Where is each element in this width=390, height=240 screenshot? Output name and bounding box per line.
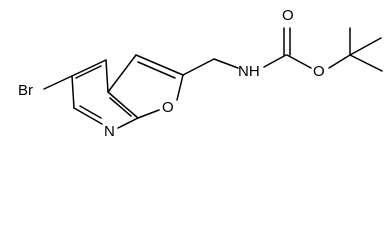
bond-c7a-c3a (107, 91, 139, 119)
bond-c7a-c3a-double (109, 97, 132, 117)
bond-tbu-methyl-bottom (349, 54, 383, 72)
bond-c2-ch2 (182, 58, 215, 76)
bond-c6-n7-double (79, 105, 102, 119)
bond-c3a-c4 (105, 59, 109, 93)
bond-carbonyl-ester-o (286, 54, 312, 69)
furan-oxygen-label: O (162, 99, 174, 116)
bond-n7-c7a (117, 117, 139, 129)
bond-o1-c2 (176, 74, 184, 101)
carbonyl-oxygen-label: O (282, 7, 294, 24)
bond-c2-c3 (135, 54, 184, 76)
bond-c7a-o1 (137, 109, 160, 119)
bond-c4-c5 (71, 59, 107, 77)
bond-nh-carbonyl (263, 54, 287, 68)
bond-c2-c3-double (137, 61, 176, 79)
bond-c4-c5-double (75, 65, 102, 79)
bond-tbu-methyl-right (349, 37, 382, 56)
bond-ester-o-tbu (328, 54, 351, 69)
bond-c5-br (43, 75, 73, 90)
chemical-structure-diagram: Br N O NH O O (18, 7, 383, 140)
bond-c6-n7 (73, 107, 103, 125)
pyridine-nitrogen-label: N (104, 123, 115, 140)
bond-c3-c3a (107, 54, 137, 93)
bond-ch2-nh (213, 58, 239, 69)
bond-c5-c6 (71, 75, 75, 109)
atom-labels: Br N O NH O O (18, 7, 325, 140)
bromine-label: Br (18, 82, 33, 99)
bond-network (43, 27, 383, 129)
ester-oxygen-label: O (313, 63, 325, 80)
amide-nitrogen-label: NH (238, 63, 260, 80)
